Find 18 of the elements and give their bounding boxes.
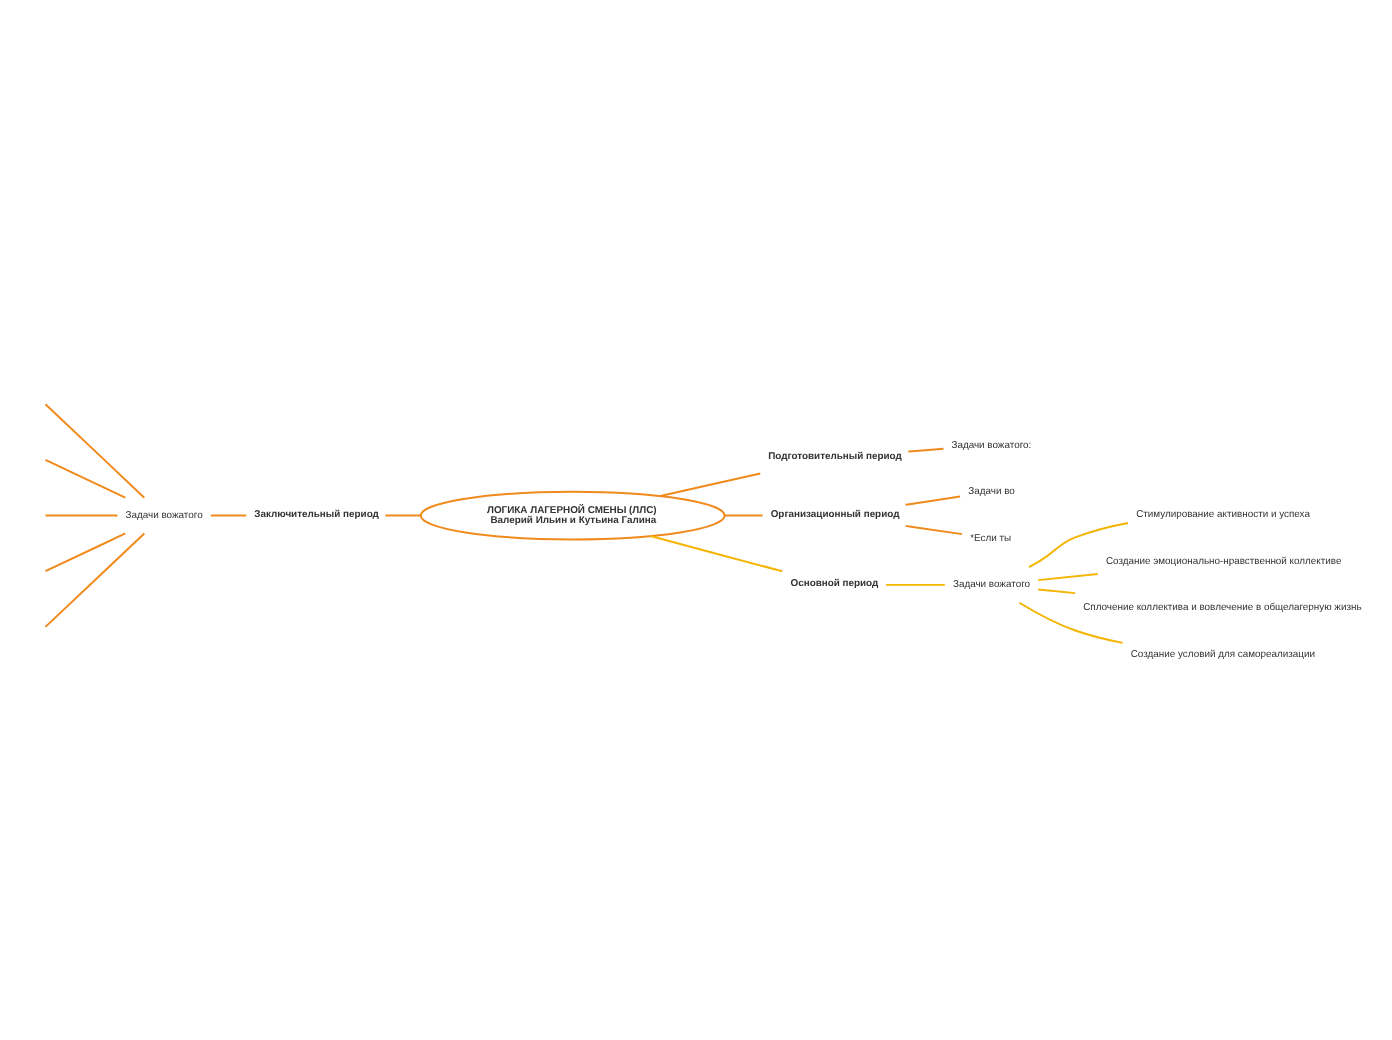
- connector: [209, 513, 248, 516]
- connector: [885, 582, 946, 585]
- connector: [44, 457, 127, 498]
- connector: [649, 534, 784, 572]
- connector: [44, 402, 146, 498]
- connector: [384, 513, 422, 516]
- connector: [1037, 571, 1099, 581]
- connector: [904, 494, 961, 505]
- connector: [904, 523, 963, 535]
- connector: [907, 446, 945, 452]
- connector: [1028, 520, 1129, 567]
- connector: [44, 513, 119, 516]
- connector: [724, 513, 764, 516]
- connector: [1018, 600, 1124, 643]
- connector: [44, 531, 146, 627]
- connector: [1037, 587, 1077, 594]
- connector: [44, 531, 127, 572]
- connector: [659, 471, 762, 496]
